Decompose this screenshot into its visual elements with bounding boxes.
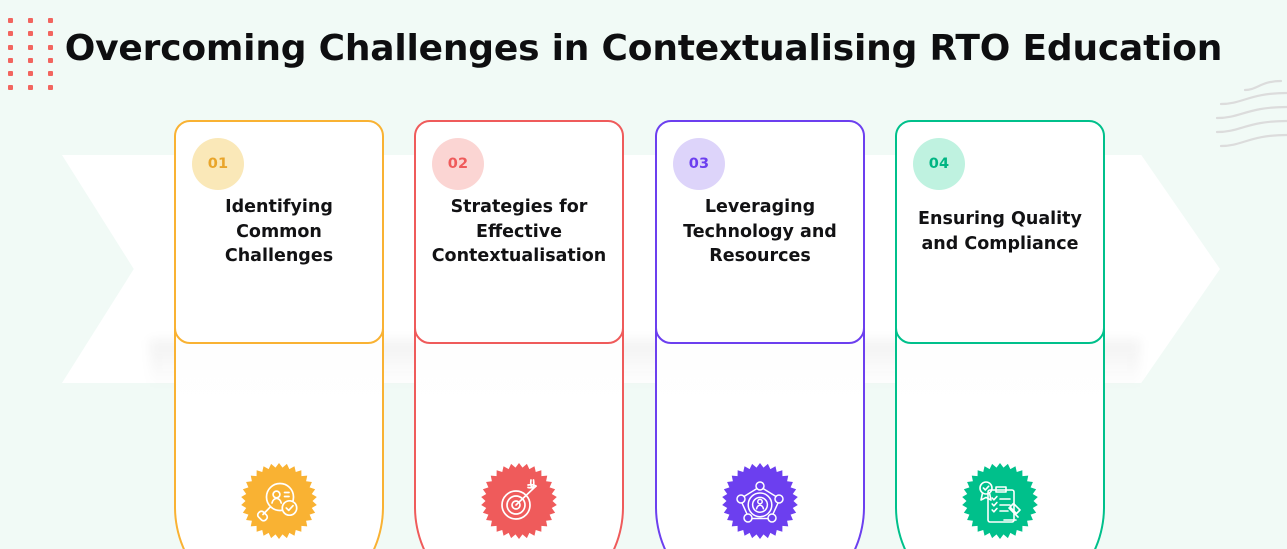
profile-search-icon	[238, 460, 320, 542]
step-number-badge: 04	[913, 138, 965, 190]
step-title: Leveraging Technology and Resources	[683, 196, 837, 267]
step-number-badge: 02	[432, 138, 484, 190]
step-title: Ensuring Quality and Compliance	[918, 209, 1082, 254]
wave-lines-icon	[1215, 79, 1287, 148]
step-card-01[interactable]: Identifying Common Challenges	[174, 120, 384, 344]
technology-network-icon	[719, 460, 801, 542]
step-number-badge: 03	[673, 138, 725, 190]
step-number-badge: 01	[192, 138, 244, 190]
step-title: Strategies for Effective Contextualisati…	[431, 196, 607, 267]
dot-grid-icon	[8, 18, 68, 98]
target-arrow-icon	[478, 460, 560, 542]
page-title: Overcoming Challenges in Contextualising…	[64, 28, 1223, 69]
compliance-checklist-icon	[959, 460, 1041, 542]
step-title: Identifying Common Challenges	[224, 196, 334, 267]
